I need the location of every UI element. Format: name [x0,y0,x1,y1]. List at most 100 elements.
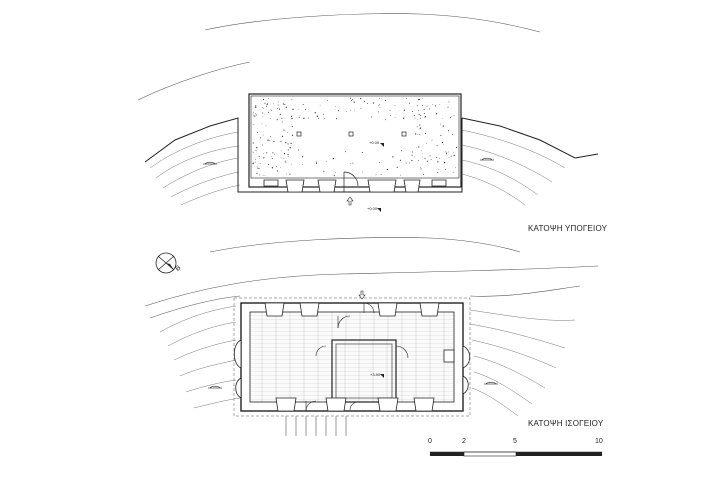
stipple-dot [255,106,257,109]
stipple-dot [422,98,423,100]
stipple-dot [417,133,419,135]
stipple-dot [298,116,300,118]
stipple-dot [423,113,425,114]
stipple-dot [426,160,428,162]
stipple-dot [254,115,256,117]
stipple-dot [411,159,413,162]
stipple-dot [271,158,273,159]
stipple-dot [444,168,446,170]
stipple-dot [418,98,420,101]
stipple-dot [292,108,294,110]
stipple-dot [379,98,380,99]
stipple-dot [322,113,324,115]
stipple-dot [435,113,438,115]
stipple-dot [255,105,257,107]
stipple-dot [441,141,444,144]
stipple-dot [253,124,255,125]
stipple-dot [352,98,354,100]
ground-terrain-marks [208,381,498,389]
stipple-dot [307,117,309,119]
stipple-dot [255,150,257,152]
stipple-dot [255,161,256,163]
stipple-dot [316,115,319,117]
stipple-dot [424,157,426,159]
ground-top-niches [264,302,440,317]
stipple-dot [281,121,283,123]
ground-entry-arrow-icon [358,290,366,300]
basement-right-contours [461,129,566,206]
basement-plan [137,13,599,212]
stipple-dot [411,111,413,112]
stipple-dot [264,174,266,176]
stipple-dot [360,97,362,100]
stipple-dot [287,132,288,133]
stipple-dot [335,172,336,174]
stipple-dot [439,103,441,105]
stipple-dot [370,116,372,118]
stipple-dot [411,154,413,156]
stipple-dot [255,114,257,116]
stipple-dot [453,115,455,117]
stipple-dot [337,110,339,112]
stipple-dot [270,136,271,138]
stipple-dot [443,144,445,145]
stipple-dot [446,153,448,155]
stipple-dot [431,104,433,106]
stipple-dot [291,117,293,120]
stipple-dot [453,151,454,153]
stipple-dot [333,175,335,177]
stipple-dot [289,147,291,149]
stipple-dot [278,108,281,110]
stipple-dot [291,164,293,165]
stipple-dot [253,162,255,164]
stipple-dot [326,161,327,162]
basement-outside-level: +0.00 [367,206,378,211]
stipple-dot [429,155,431,157]
stipple-dot [261,144,263,146]
stipple-dot [287,155,289,157]
stipple-dot [435,105,436,106]
stipple-dot [269,139,271,141]
ground-walls [240,302,464,412]
stipple-dot [299,115,301,116]
stipple-dot [420,168,422,170]
stipple-dot [394,105,396,106]
stipple-dot [301,156,304,158]
stipple-dot [418,160,419,162]
stipple-dot [259,174,261,176]
stipple-dot [442,118,443,119]
stipple-dot [277,104,279,106]
stipple-dot [440,134,442,136]
stipple-dot [414,156,416,158]
stipple-dot [284,103,286,106]
stipple-dot [409,162,411,164]
stipple-dot [285,162,287,164]
stipple-dot [262,134,264,136]
stipple-dot [287,149,289,151]
stipple-dot [426,143,427,145]
stipple-dot [439,157,441,159]
basement-right-terrain [461,117,599,159]
stipple-dot [259,163,261,164]
stipple-dot [434,105,436,107]
stipple-dot [273,140,275,142]
stipple-dot [253,111,255,113]
stipple-dot [262,174,264,176]
stipple-dot [323,170,325,172]
basement-entry-arrow-icon [346,196,354,206]
stipple-dot [399,159,401,161]
stipple-dot [276,170,278,172]
stipple-dot [426,106,428,107]
stipple-dot [263,157,265,159]
stipple-dot [283,129,285,131]
stipple-dot [440,123,442,125]
stipple-dot [291,134,294,136]
stipple-dot [448,151,449,153]
stipple-dot [335,106,336,107]
stipple-dot [291,126,293,128]
stipple-dot [266,104,268,105]
stipple-dot [253,115,255,117]
stipple-dot [423,108,425,110]
stipple-dot [345,151,346,153]
stipple-dot [324,118,325,119]
